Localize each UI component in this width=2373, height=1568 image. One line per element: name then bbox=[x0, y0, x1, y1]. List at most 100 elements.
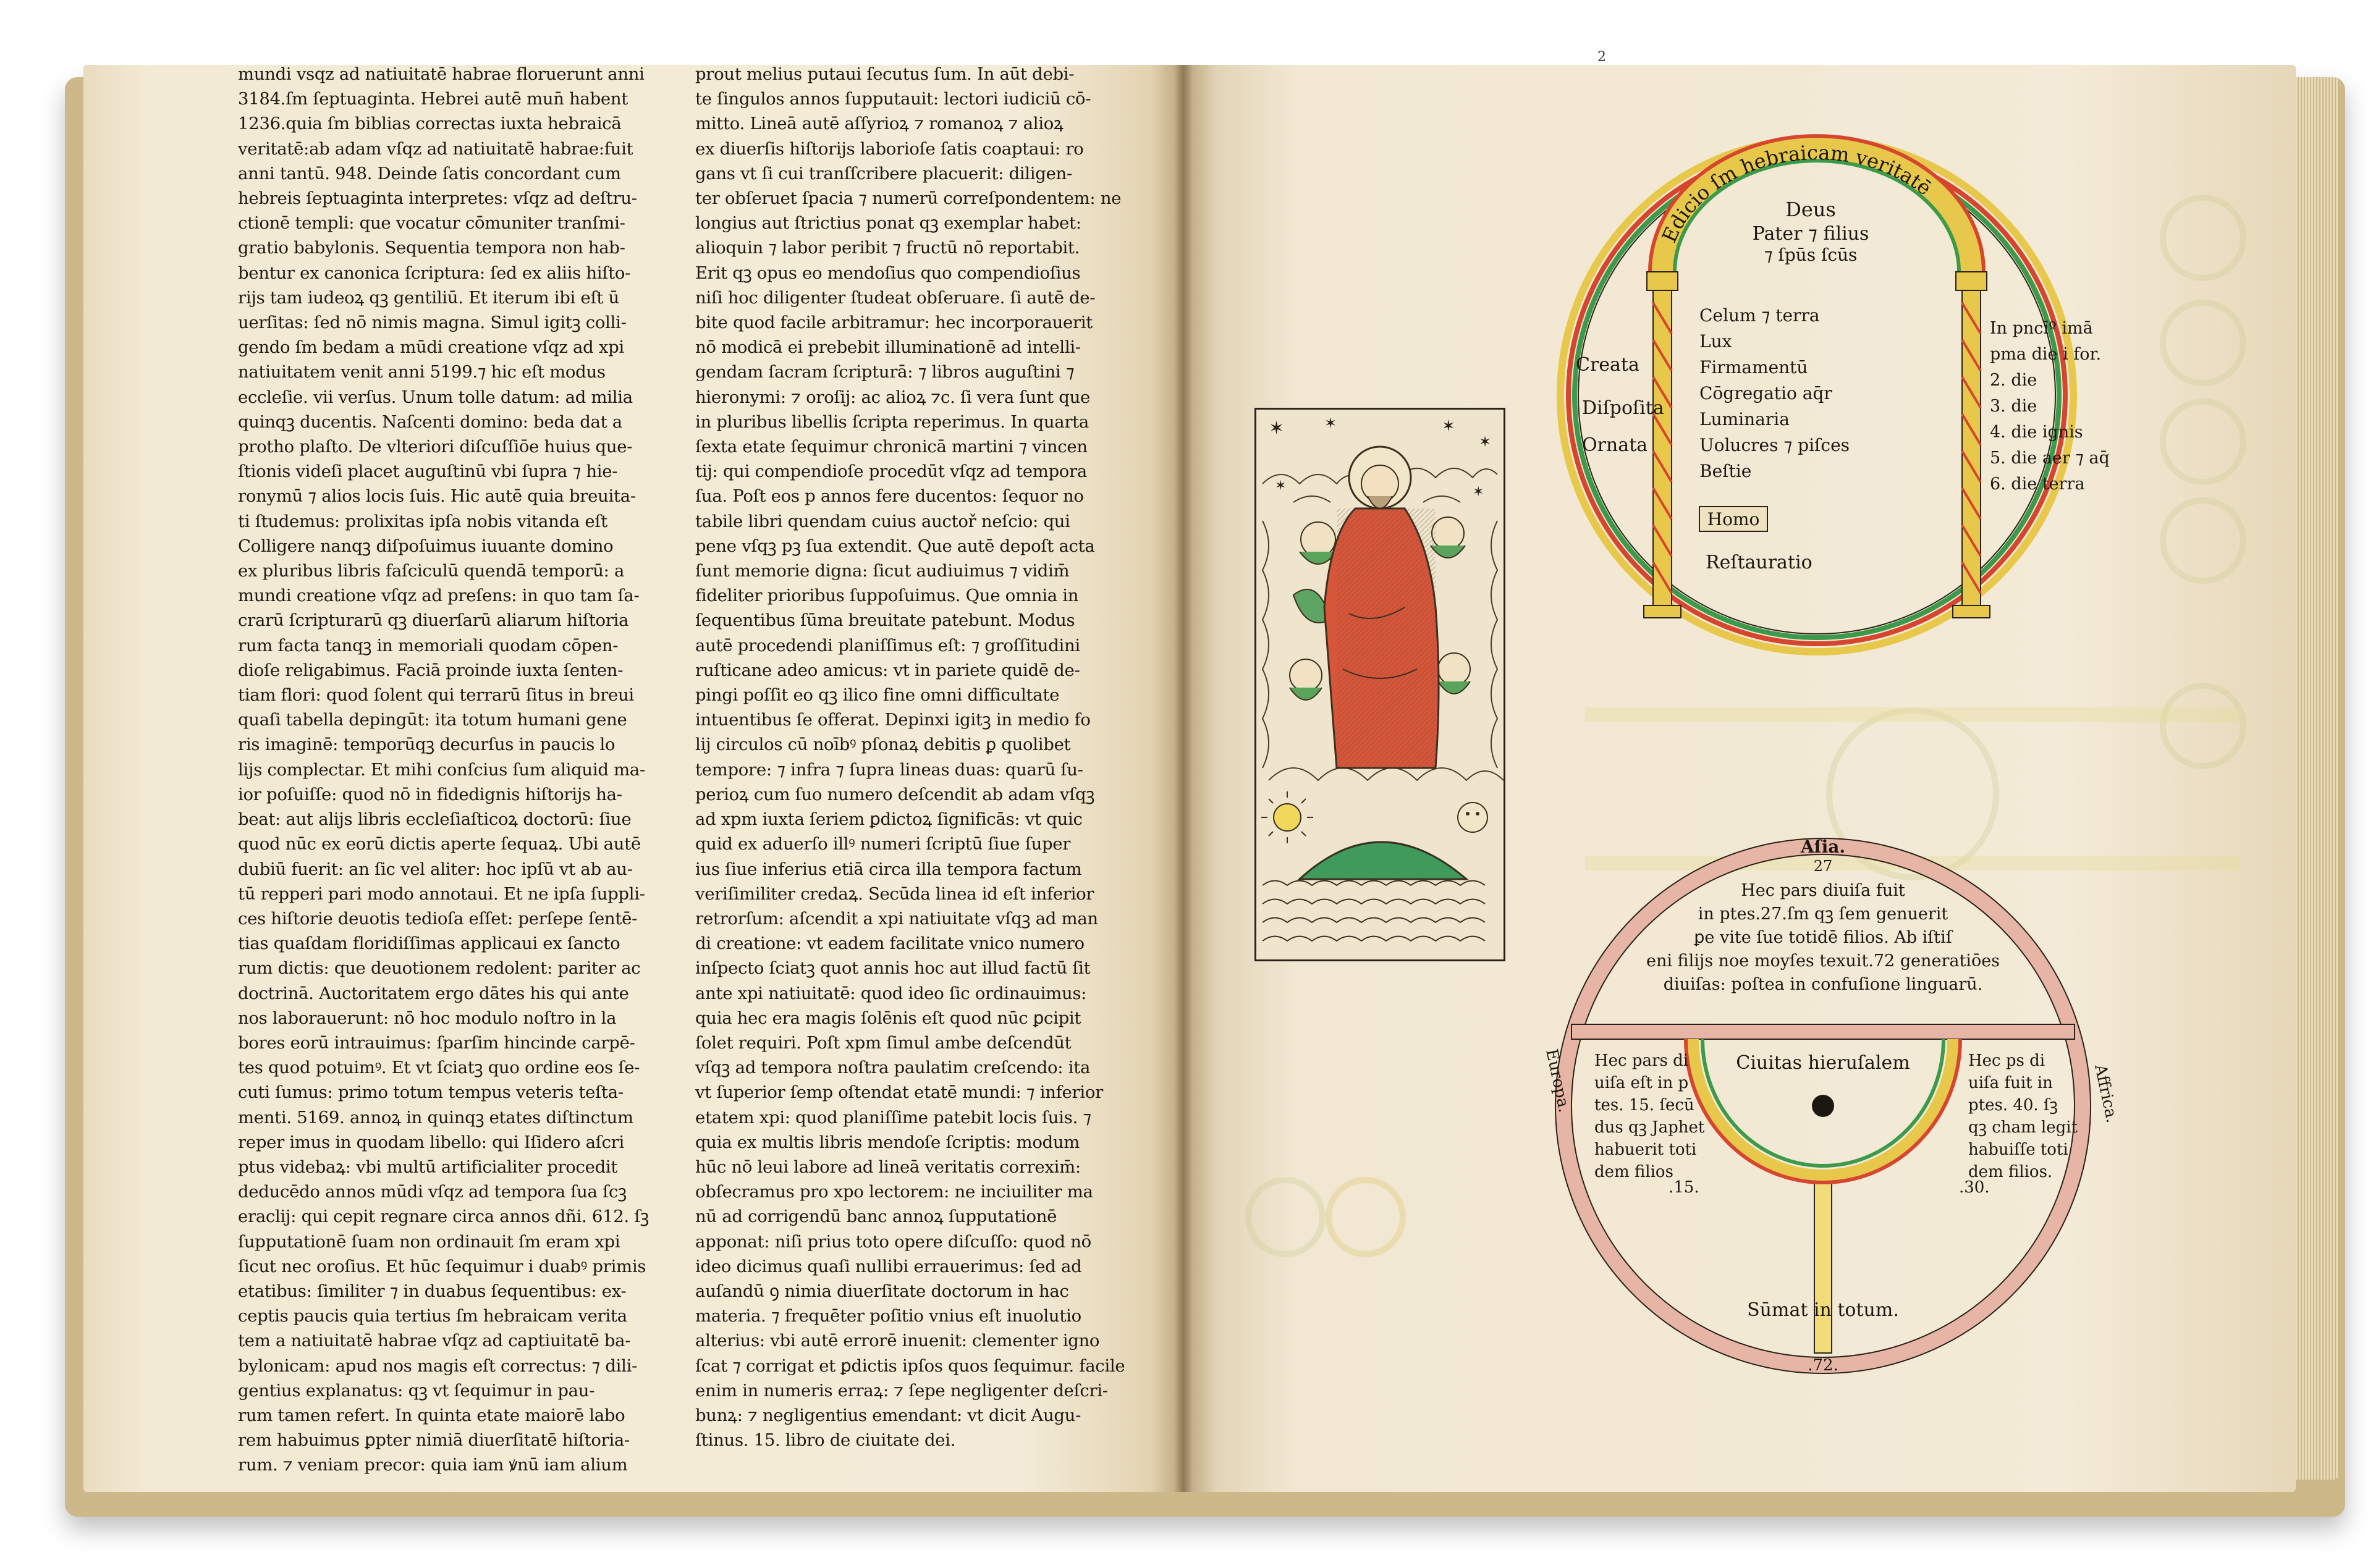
text-line: ſupputationē ſuam non ordinauit ſm eram … bbox=[238, 1231, 620, 1252]
text-line: lij circulos cū noībꝰ pſonaꝝ debitis ꝑ q… bbox=[695, 735, 1071, 755]
t-bar-vertical bbox=[1814, 1173, 1832, 1354]
text-line: ex pluribus libris faſciculū quendā temp… bbox=[238, 561, 625, 581]
text-line: rem habuimus ꝑpter nimiā diuerſitatē hiſ… bbox=[238, 1430, 630, 1451]
text-line: gendo ſm bedam a mūdi creatione vſqz ad … bbox=[238, 337, 624, 358]
show-through-circle bbox=[2160, 497, 2246, 584]
svg-text:✶: ✶ bbox=[1275, 478, 1286, 494]
text-line: tem a natiuitatē habrae vſqz ad captiuit… bbox=[238, 1331, 631, 1351]
text-line: hieronymi: ⁊ oroſij: ac alioꝝ ⁊c. ſi ver… bbox=[695, 387, 1090, 407]
show-through-band bbox=[1585, 707, 2240, 722]
text-line: protho plaſto. De vlteriori diſcuſſiōe h… bbox=[238, 437, 633, 457]
europa-number: .15. bbox=[1669, 1178, 1699, 1197]
asia-text-line: eni filijs noe moyſes texuit.72 generati… bbox=[1646, 951, 2000, 971]
asia-text-line: in ptes.27.ſm qꝫ ſem genuerit bbox=[1698, 904, 1948, 924]
text-line: ceptis paucis quia tertius ſm hebraicam … bbox=[238, 1306, 627, 1326]
svg-text:✶: ✶ bbox=[1269, 418, 1284, 439]
text-line: etatem xpi: quod planiſſime patebit loci… bbox=[695, 1107, 1091, 1128]
text-line: Erit qꝫ opus eo mendoſius quo compendioſ… bbox=[695, 263, 1081, 283]
text-line: quia hec era magis ſolēnis eſt quod nūc … bbox=[695, 1008, 1081, 1028]
text-line: menti. 5169. annoꝝ in quinqꝫ etates diſt… bbox=[238, 1107, 633, 1128]
text-line: ces hiſtorie deuotis tedioſa eſſet: perſ… bbox=[238, 908, 638, 929]
europa-text-line: uiſa eſt in p bbox=[1594, 1074, 1688, 1092]
text-line: enim in numeris erraꝝ: ⁊ ſepe negligente… bbox=[695, 1380, 1108, 1401]
text-line: rum dictis: que deuotionem redolent: par… bbox=[238, 958, 641, 979]
text-line: tij: qui compendioſe procedūt vſqz ad te… bbox=[695, 462, 1087, 482]
text-line: natiuitatem venit anni 5199.⁊ hic eſt mo… bbox=[238, 362, 606, 382]
day-item: 4. die ignis bbox=[1990, 423, 2083, 442]
text-line: quinqꝫ ducentis. Naſcenti domino: beda d… bbox=[238, 411, 622, 432]
left-word-ornata: Ornata bbox=[1582, 434, 1648, 456]
book-gutter bbox=[1174, 65, 1193, 1492]
text-line: niſi hoc diligenter ſtudeat obſeruare. ſ… bbox=[695, 287, 1096, 308]
asia-text-line: ꝑe vite ſue totidē filios. Ab iſtiſ bbox=[1693, 928, 1953, 947]
text-line: di creatione: vt eadem facilitate vnico … bbox=[695, 934, 1085, 954]
svg-text:✶: ✶ bbox=[1479, 433, 1491, 450]
day-item: 6. die terra bbox=[1990, 474, 2085, 494]
text-line: Colligere nanqꝫ diſpoſuimus iuuante domi… bbox=[238, 536, 614, 556]
creation-diagram: Edicio ſm hebraicam veritatē Deus Pater … bbox=[1557, 134, 2110, 655]
text-line: ſua. Poſt eos p annos fere ducentos: ſeq… bbox=[695, 486, 1084, 507]
text-line: rijs tam iudeoꝝ qꝫ gentiliū. Et iterum i… bbox=[238, 287, 619, 308]
text-line: tiam flori: quod ſolent qui terrarū ſitu… bbox=[238, 685, 634, 706]
svg-text:✶: ✶ bbox=[1473, 484, 1484, 500]
text-line: prout melius putaui ſecutus ſum. In aūt … bbox=[695, 64, 1075, 84]
left-text-column-1: mundi vsqz ad natiuitatē habrae florueru… bbox=[238, 62, 649, 1478]
text-line: ſicut nec oroſius. Et hūc ſequimur i dua… bbox=[238, 1256, 646, 1276]
text-line: auſandū ꝯ nimia diuerſitate doctorum in … bbox=[695, 1281, 1069, 1301]
text-line: nos laborauerunt: nō hoc modulo noſtro i… bbox=[238, 1008, 617, 1028]
text-line: quid ex aduerſo illꝰ numeri ſcriptū ſiue… bbox=[695, 834, 1071, 854]
text-line: pingi poſſit eo qꝫ ilico fine omni diffi… bbox=[695, 685, 1060, 706]
text-line: tias quaſdam floridiſſimas applicaui ex … bbox=[238, 934, 620, 954]
page-fore-edge bbox=[2296, 77, 2339, 1480]
text-line: 1236.quia ſm biblias correctas iuxta heb… bbox=[238, 114, 622, 134]
africa-number: .30. bbox=[1959, 1178, 1990, 1197]
jerusalem-dot bbox=[1812, 1095, 1834, 1117]
text-line: tes quod potuimꝰ. Et vt ſciatꝫ quo ordin… bbox=[238, 1058, 640, 1078]
trinity-line-2: ⁊ ſpūs ſcūs bbox=[1764, 245, 1858, 265]
text-line: ante xpi natiuitatē: quod ideo ſic ordin… bbox=[695, 983, 1087, 1003]
t-bar-horizontal bbox=[1571, 1024, 2075, 1040]
text-line: eccleſie. vii verſus. Unum tolle datum: … bbox=[238, 387, 633, 407]
day-item: 2. die bbox=[1990, 371, 2037, 390]
show-through-circle bbox=[2160, 398, 2246, 485]
text-line: ſtinus. 15. libro de ciuitate dei. bbox=[695, 1430, 956, 1451]
text-line: tū repperi pari modo annotaui. Et ne ipſ… bbox=[238, 883, 645, 904]
day-item: 5. die aer ⁊ aq̄ bbox=[1990, 449, 2110, 468]
africa-text-line: Hec ps di bbox=[1968, 1052, 2045, 1070]
text-line: anni tantū. 948. Deinde ſatis concordant… bbox=[238, 163, 621, 183]
creation-work-item: Beſtie bbox=[1699, 461, 1751, 481]
text-line: alterius: vbi autē errorē inuenit: cleme… bbox=[695, 1331, 1100, 1351]
text-line: ter obſeruet ſpacia ⁊ numerū correſponde… bbox=[695, 188, 1122, 209]
europa-text-line: tes. 15. ſecū bbox=[1594, 1096, 1694, 1115]
arch bbox=[1650, 136, 1984, 272]
text-line: ti ſtudemus: prolixitas ipſa nobis vitan… bbox=[238, 511, 607, 531]
day-item: 3. die bbox=[1990, 397, 2037, 416]
text-line: ius ſiue inferius etiā circa illa tempor… bbox=[695, 859, 1082, 879]
text-line: rum. ⁊ veniam precor: quia iam ꝟnū iam a… bbox=[238, 1455, 628, 1475]
text-line: rum facta tanqꝫ in memoriali quodam cōpe… bbox=[238, 635, 619, 655]
jerusalem-label: Ciuitas hieruſalem bbox=[1736, 1052, 1910, 1074]
text-line: in pluribus libellis ſcripta reperimus. … bbox=[695, 411, 1089, 432]
text-line: vt ſuperior ſemp oſtendat etatē mundi: ⁊… bbox=[695, 1082, 1103, 1103]
text-line: tempore: ⁊ infra ⁊ ſupra lineas duas: qu… bbox=[695, 759, 1083, 780]
text-line: bunꝝ: ⁊ negligentius emendant: vt dicit … bbox=[695, 1405, 1081, 1425]
text-line: ad xpm iuxta ſeriem ꝑdictoꝝ ſignificās: … bbox=[695, 809, 1083, 830]
text-line: gans vt ſi cui tranſſcribere placuerit: … bbox=[695, 163, 1072, 183]
text-line: intuentibus ſe offerat. Depinxi igitꝫ in… bbox=[695, 710, 1091, 730]
text-line: dubiū fuerit: an ſic vel aliter: hoc ipſ… bbox=[238, 859, 633, 879]
asia-text-line: diuiſas: poſtea in confuſione linguarū. bbox=[1664, 975, 1983, 994]
homo-label: Homo bbox=[1707, 509, 1760, 529]
text-line: cuti ſumus: primo totum tempus veteris t… bbox=[238, 1082, 624, 1103]
text-line: eraclij: qui cepit regnare circa annos d… bbox=[238, 1207, 649, 1227]
text-line: te ſingulos annos ſupputauit: lectori iu… bbox=[695, 89, 1091, 109]
right-column bbox=[1952, 271, 1990, 618]
text-line: inſpecto ſciatꝫ quot annis hoc aut illud… bbox=[695, 958, 1091, 979]
page-number: 2 bbox=[1597, 49, 1606, 65]
text-line: mundi creatione vſqz ad preſens: in quo … bbox=[238, 586, 640, 606]
text-line: nū ad corrigendū banc annoꝝ ſupputationē bbox=[695, 1207, 1057, 1227]
restauratio-label: Reſtauratio bbox=[1706, 552, 1813, 573]
